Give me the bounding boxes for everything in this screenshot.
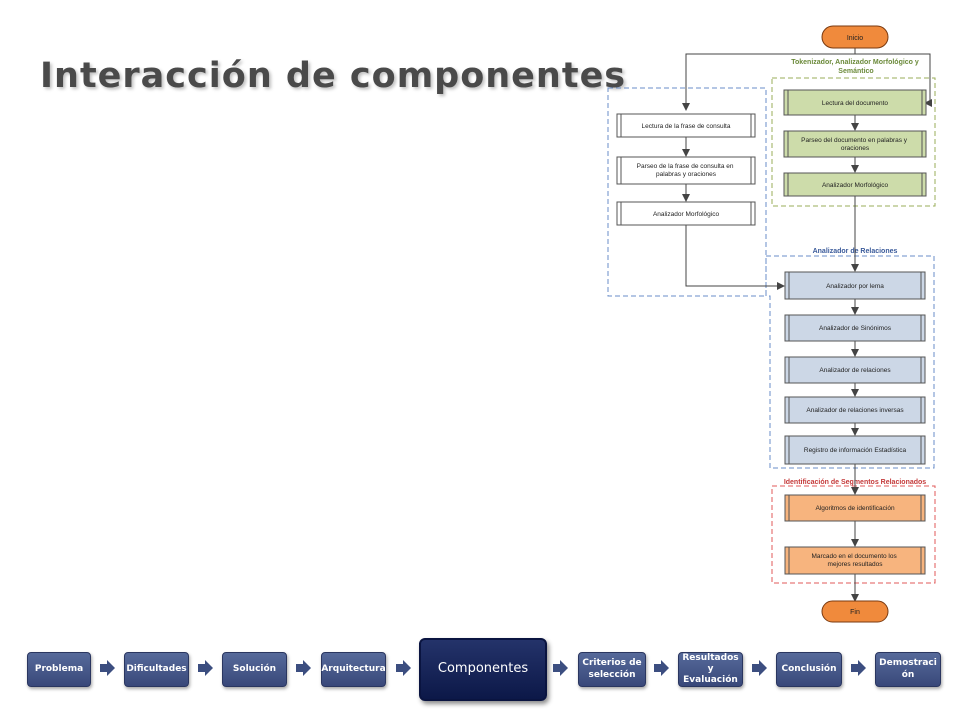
document-step-read-label: Lectura del documento: [822, 100, 889, 107]
relations-group-frame: [765, 255, 935, 469]
document-step-read: Lectura del documento: [783, 89, 927, 116]
tokenizer-group-label: Tokenizador, Analizador Morfológico y Se…: [791, 59, 921, 75]
segment-step-algorithms-label: Algoritmos de identificación: [815, 505, 895, 512]
end-terminator: Fin: [821, 600, 889, 623]
nav-arquitectura-button[interactable]: Arquitectura: [321, 652, 386, 687]
relation-step-inverse-label: Analizador de relaciones inversas: [806, 407, 904, 414]
nav-solucion-button[interactable]: Solución: [222, 652, 287, 687]
slide-title: Interacción de componentes: [40, 56, 627, 96]
nav-resultados-button[interactable]: Resultados y Evaluación: [678, 652, 743, 687]
connector-query-to-relations: [685, 225, 785, 290]
end-label: Fin: [850, 609, 860, 616]
connector-start-to-query: [682, 53, 855, 111]
segment-step-marking: Marcado en el documento los mejores resu…: [784, 546, 926, 575]
nav-criterios-button[interactable]: Criterios de selección: [578, 652, 646, 687]
document-step-parse-line2: oraciones: [841, 145, 870, 152]
relation-step-statistics: Registro de información Estadística: [784, 435, 926, 465]
query-step-parse-line1: Parseo de la frase de consulta en: [637, 163, 734, 170]
tokenizer-group-frame: [771, 77, 936, 207]
relation-step-relations: Analizador de relaciones: [784, 356, 926, 384]
tokenizer-label-line1: Tokenizador, Analizador Morfológico y: [791, 59, 919, 66]
relation-step-relations-label: Analizador de relaciones: [819, 367, 891, 374]
start-label: Inicio: [847, 35, 863, 42]
nav-dificultades-button[interactable]: Dificultades: [124, 652, 189, 687]
tokenizer-label-line2: Semántico: [838, 68, 873, 75]
nav-demostracion-button[interactable]: Demostración: [875, 652, 941, 687]
relation-step-statistics-label: Registro de información Estadística: [804, 447, 907, 454]
query-step-parse: Parseo de la frase de consulta en palabr…: [616, 156, 756, 185]
query-step-morph-label: Analizador Morfológico: [653, 211, 720, 218]
segment-step-marking-line2: mejores resultados: [828, 561, 884, 568]
query-group-frame: [607, 87, 767, 297]
query-step-parse-line2: palabras y oraciones: [656, 171, 717, 178]
segment-step-marking-line1: Marcado en el documento los: [811, 553, 897, 560]
segment-step-marking-label: Marcado en el documento los mejores resu…: [811, 553, 898, 568]
query-step-parse-label: Parseo de la frase de consulta en palabr…: [637, 163, 736, 178]
relation-step-lemma: Analizador por lema: [784, 271, 926, 300]
nav-conclusion-button[interactable]: Conclusión: [776, 652, 842, 687]
relation-step-synonyms: Analizador de Sinónimos: [784, 314, 926, 342]
relation-step-synonyms-label: Analizador de Sinónimos: [819, 325, 892, 332]
start-terminator: Inicio: [821, 25, 889, 49]
query-step-morph: Analizador Morfológico: [616, 201, 756, 226]
document-step-parse: Parseo del documento en palabras y oraci…: [783, 130, 927, 158]
document-step-morph: Analizador Morfológico: [783, 172, 927, 197]
segments-group-frame: [771, 485, 936, 584]
relation-step-inverse: Analizador de relaciones inversas: [784, 396, 926, 424]
connector-start-to-document: [855, 53, 932, 107]
nav-componentes-button[interactable]: Componentes: [419, 638, 547, 701]
nav-problema-button[interactable]: Problema: [27, 652, 91, 687]
query-step-read: Lectura de la frase de consulta: [616, 113, 756, 138]
relation-step-lemma-label: Analizador por lema: [826, 283, 884, 290]
document-step-morph-label: Analizador Morfológico: [822, 182, 889, 189]
document-step-parse-label: Parseo del documento en palabras y oraci…: [801, 137, 909, 152]
query-step-read-label: Lectura de la frase de consulta: [642, 123, 731, 130]
segment-step-algorithms: Algoritmos de identificación: [784, 494, 926, 522]
document-step-parse-line1: Parseo del documento en palabras y: [801, 137, 908, 144]
